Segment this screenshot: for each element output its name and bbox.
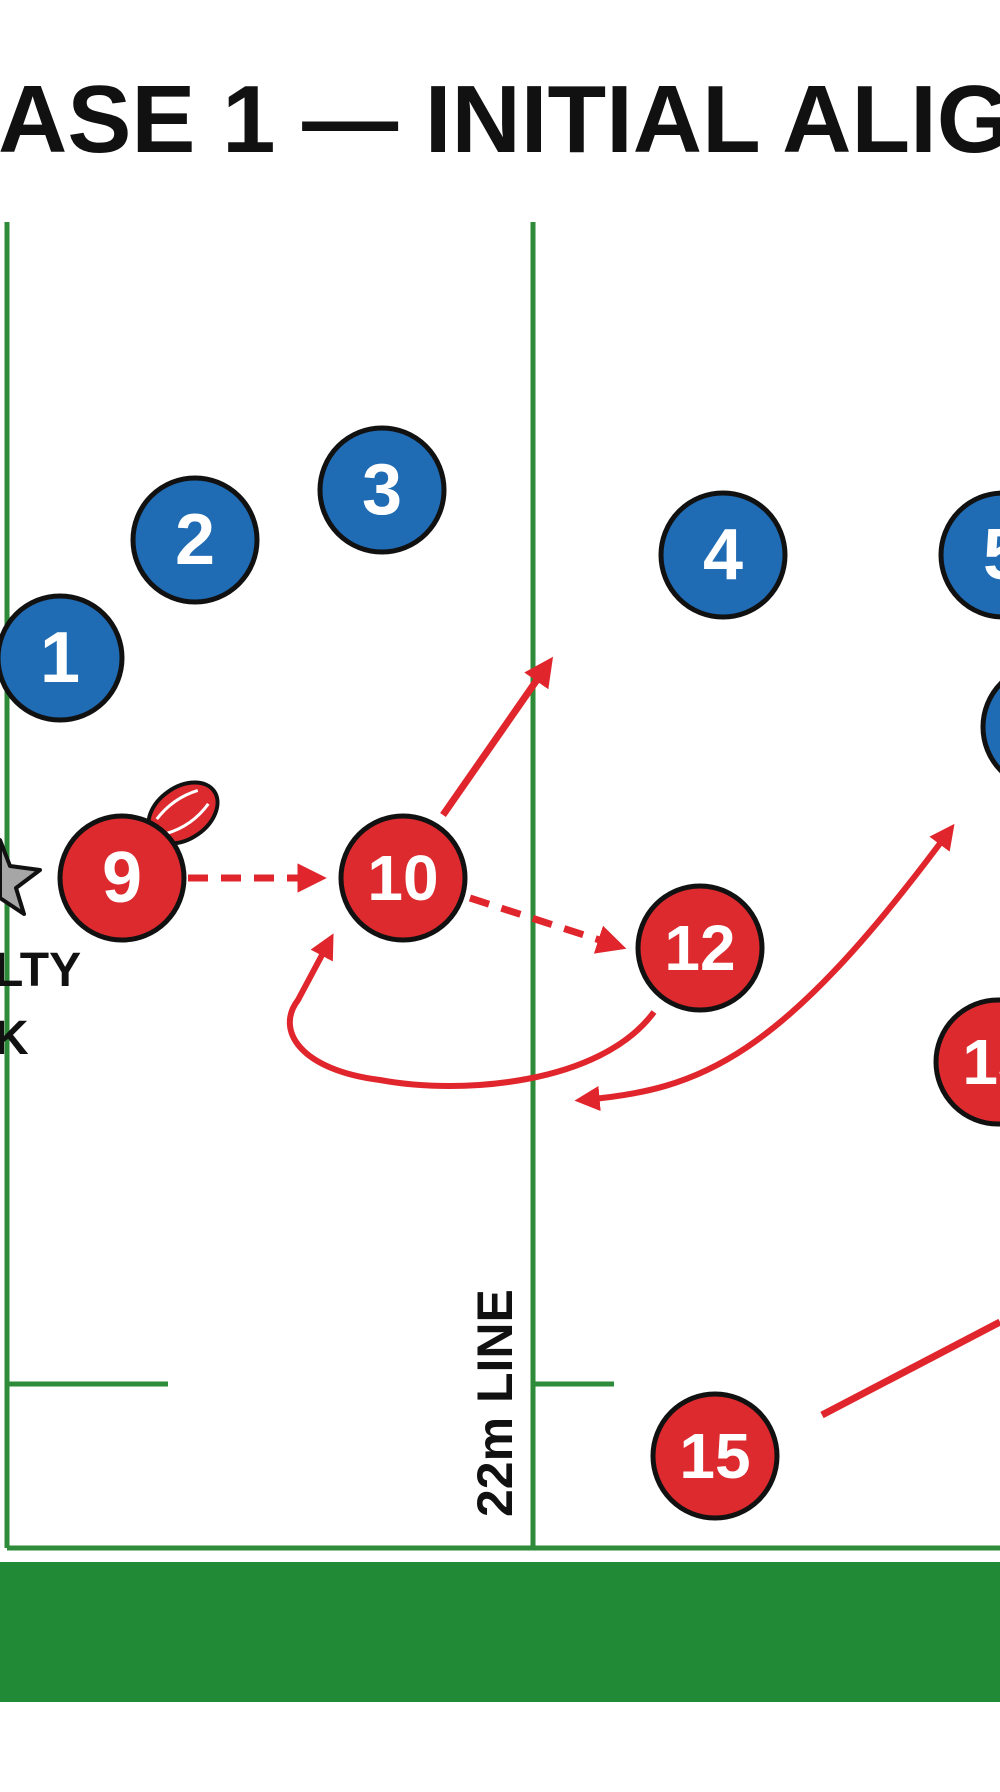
- red-player-15-number: 15: [679, 1420, 750, 1492]
- red-player-12: 12: [635, 883, 765, 1013]
- blue-player-1: 1: [0, 593, 125, 723]
- blue-player-5-number: 5: [983, 515, 1000, 595]
- blue-player-5: 5: [938, 490, 1000, 620]
- run-10-line-break: [440, 656, 554, 817]
- blue-player-2: 2: [130, 475, 260, 605]
- penalty-marker: LTY K: [0, 838, 81, 1065]
- diagram-title: ASE 1 — INITIAL ALIGNME: [0, 66, 1000, 173]
- run-15: [820, 1318, 1000, 1419]
- red-player-15: 15: [650, 1391, 780, 1521]
- blue-player-4-number: 4: [703, 515, 743, 595]
- rugby-ball-icon: [146, 780, 220, 846]
- loop-12-around-10: [286, 933, 657, 1089]
- red-player-10-number: 10: [367, 842, 438, 914]
- blue-player-1-number: 1: [40, 618, 80, 698]
- red-player-9-number: 9: [102, 838, 142, 918]
- red-player-13: 13: [933, 997, 1000, 1127]
- red-player-10: 10: [338, 813, 468, 943]
- marker-label-line-1: LTY: [0, 944, 81, 997]
- 22m-line-label: 22m LINE: [467, 1289, 523, 1517]
- blue-player-2-number: 2: [175, 500, 215, 580]
- star-icon: [0, 838, 42, 916]
- movement-arrows: [188, 656, 1000, 1419]
- switch-run-12: [574, 823, 955, 1112]
- red-player-13-number: 13: [962, 1026, 1000, 1098]
- blue-player-4: 4: [658, 490, 788, 620]
- blue-player-3-number: 3: [362, 450, 402, 530]
- red-player-9: 9: [57, 813, 187, 943]
- marker-label-line-2: K: [0, 1012, 29, 1065]
- touch-band: [0, 1562, 1000, 1702]
- blue-player-3: 3: [317, 425, 447, 555]
- blue-player-partial: [980, 680, 1000, 774]
- red-player-12-number: 12: [664, 912, 735, 984]
- players: 1 2 3 4 5 9 10: [0, 425, 1000, 1521]
- pass-10-to-12: [468, 894, 627, 954]
